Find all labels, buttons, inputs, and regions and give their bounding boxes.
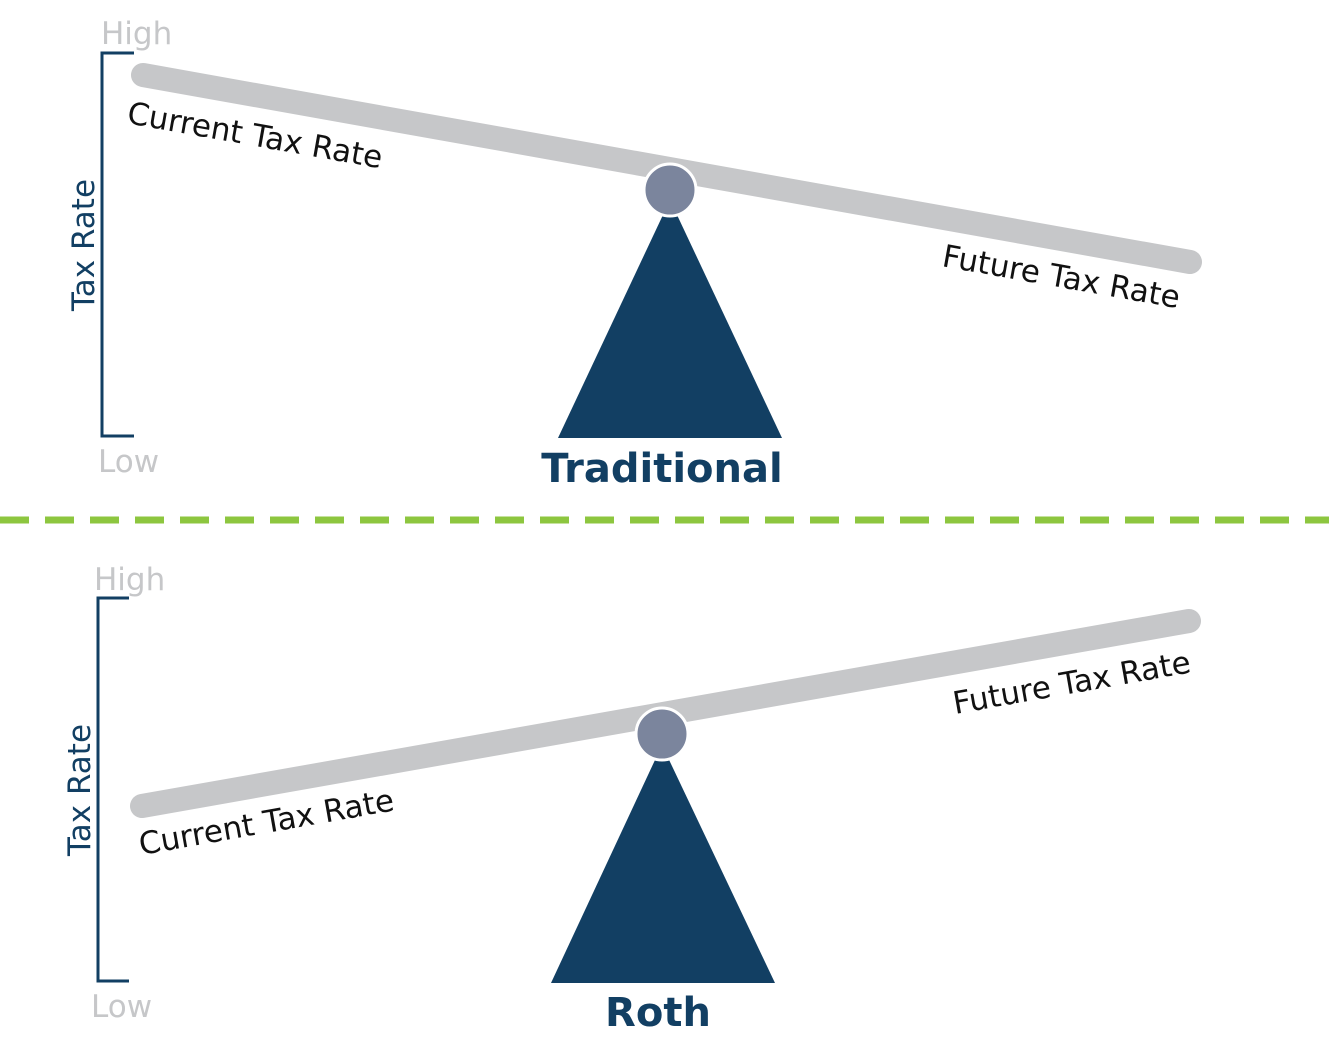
traditional-title: Traditional	[541, 446, 782, 492]
traditional-high-label: High	[101, 16, 172, 52]
traditional-panel: High Low Tax Rate Current Tax Rate Futur…	[66, 16, 1202, 492]
roth-low-label: Low	[91, 989, 152, 1025]
roth-panel: High Low Tax Rate Current Tax Rate Futur…	[62, 562, 1201, 1036]
roth-axis-title: Tax Rate	[62, 724, 98, 857]
traditional-low-label: Low	[98, 444, 159, 480]
traditional-axis-title: Tax Rate	[66, 179, 102, 312]
roth-pivot	[634, 706, 690, 762]
roth-axis-bracket	[96, 596, 129, 983]
traditional-pivot	[642, 162, 698, 218]
roth-title: Roth	[605, 990, 711, 1036]
roth-fulcrum	[551, 745, 775, 983]
traditional-fulcrum	[558, 200, 782, 438]
roth-high-label: High	[94, 562, 165, 598]
traditional-axis-bracket	[100, 51, 134, 438]
